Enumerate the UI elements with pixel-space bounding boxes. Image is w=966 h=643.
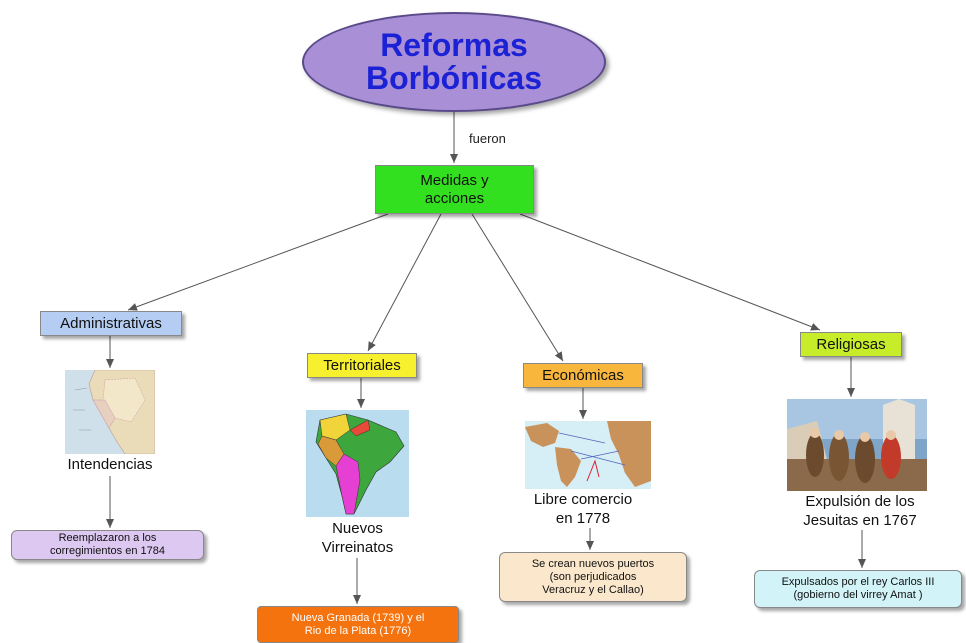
leaf-reemplazaron-line-2: corregimientos en 1784 — [50, 545, 165, 557]
root-node-reformas-borbonicas: Reformas Borbónicas — [302, 12, 606, 112]
node-medidas-acciones: Medidas y acciones — [375, 165, 534, 214]
caption-virreinatos-line-1: Nuevos — [332, 520, 383, 537]
medidas-line-2: acciones — [424, 189, 485, 207]
leaf-reemplazaron: Reemplazaron a los corregimientos en 178… — [11, 530, 204, 560]
caption-intendencias: Intendencias — [67, 456, 153, 473]
leaf-expulsados-line-2: (gobierno del virrey Amat ) — [793, 589, 923, 601]
leaf-nuevos-puertos: Se crean nuevos puertos (son perjudicado… — [499, 552, 687, 602]
caption-expulsion-line-2: Jesuitas en 1767 — [803, 512, 917, 529]
node-territoriales: Territoriales — [307, 353, 417, 378]
caption-libre-comercio: Libre comercio en 1778 — [508, 490, 658, 528]
south-america-viceroyalties-map-image — [306, 410, 409, 517]
leaf-puertos-line-2: (son perjudicados — [549, 570, 637, 583]
caption-expulsion-line-1: Expulsión de los — [805, 493, 915, 510]
medidas-line-1: Medidas y — [420, 171, 489, 189]
node-economicas: Económicas — [523, 363, 643, 388]
caption-libre-line-1: Libre comercio — [533, 491, 633, 508]
peru-map-image — [65, 370, 155, 454]
leaf-reemplazaron-line-1: Reemplazaron a los — [58, 532, 157, 544]
leaf-expulsados-carlos: Expulsados por el rey Carlos III (gobier… — [754, 570, 962, 608]
arrow-medidas-territoriales — [367, 213, 442, 352]
leaf-nueva-line-2: Rio de la Plata (1776) — [304, 624, 412, 637]
leaf-puertos-line-3: Veracruz y el Callao) — [542, 583, 644, 596]
caption-libre-line-2: en 1778 — [555, 510, 611, 527]
node-administrativas: Administrativas — [40, 311, 182, 336]
arrow-medidas-administrativas — [127, 213, 389, 311]
arrow-medidas-economicas — [471, 213, 564, 362]
leaf-puertos-line-1: Se crean nuevos puertos — [531, 557, 655, 570]
caption-virreinatos-line-2: Virreinatos — [321, 539, 394, 556]
node-religiosas: Religiosas — [800, 332, 902, 357]
atlantic-trade-routes-map-image — [525, 421, 651, 489]
arrow-medidas-religiosas — [519, 213, 821, 331]
edge-label-fueron: fueron — [469, 131, 506, 146]
leaf-nueva-line-1: Nueva Granada (1739) y el — [291, 611, 425, 624]
root-title-line-1: Reformas — [380, 27, 528, 63]
caption-nuevos-virreinatos: Nuevos Virreinatos — [300, 519, 415, 557]
caption-expulsion-jesuitas: Expulsión de los Jesuitas en 1767 — [760, 492, 960, 530]
jesuits-expulsion-painting-image — [787, 399, 927, 491]
leaf-expulsados-line-1: Expulsados por el rey Carlos III — [781, 576, 935, 588]
leaf-nueva-granada: Nueva Granada (1739) y el Rio de la Plat… — [257, 606, 459, 643]
root-title-line-2: Borbónicas — [365, 60, 543, 96]
